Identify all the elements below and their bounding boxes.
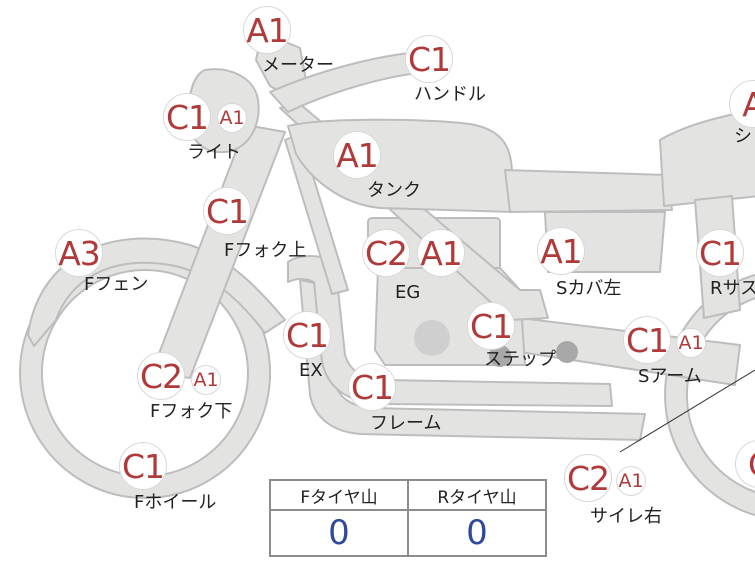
rear-tire-column: Rタイヤ山 0	[407, 481, 545, 555]
grade-badge-engine: C2	[362, 229, 410, 277]
grade-badge-front-fork-lower: C2	[137, 352, 185, 400]
front-tire-value: 0	[328, 513, 350, 553]
part-label-step: ステップ	[484, 349, 556, 370]
engine-cover-circle	[414, 320, 450, 356]
grade-badge-step: C1	[467, 302, 515, 350]
part-label-frame: フレーム	[370, 413, 442, 434]
front-fork-shape	[151, 124, 286, 379]
part-label-handle: ハンドル	[414, 84, 486, 105]
part-label-engine: EG	[395, 282, 421, 303]
grade-badge-light-extra: A1	[217, 103, 247, 133]
silencer-leader-line	[619, 369, 755, 453]
grade-badge-swing-arm-extra: A1	[676, 328, 706, 358]
part-label-swing-arm: Sアーム	[638, 366, 702, 387]
grade-badge-rear-suspension: C1	[696, 229, 744, 277]
part-label-exhaust: EX	[299, 360, 323, 381]
part-label-seat: シ	[734, 126, 752, 147]
part-label-front-wheel: Fホイール	[134, 492, 217, 513]
front-tire-header: Fタイヤ山	[271, 481, 407, 511]
side-cover-shape	[504, 169, 673, 213]
grade-badge-front-fork-lower-extra: A1	[191, 365, 221, 395]
rear-tire-value: 0	[466, 513, 488, 553]
grade-badge-swing-arm: C1	[623, 316, 671, 364]
grade-badge-tank: A1	[333, 131, 381, 179]
rear-tire-header: Rタイヤ山	[409, 481, 545, 511]
step-right-circle	[556, 341, 578, 363]
part-label-front-fork-lower: Fフォク下	[150, 401, 233, 422]
grade-badge-light: C1	[163, 93, 211, 141]
step-left-circle	[489, 345, 511, 367]
tire-tread-table: Fタイヤ山 0 Rタイヤ山 0	[269, 479, 547, 557]
grade-badge-frame: C1	[348, 363, 396, 411]
part-label-light: ライト	[187, 142, 241, 163]
grade-badge-meter: A1	[243, 6, 291, 54]
grade-badge-silencer-right-extra: A1	[616, 466, 646, 496]
part-label-front-fork-upper: Fフォク上	[224, 240, 307, 261]
grade-badge-side-cover-left: A1	[537, 227, 585, 275]
seat-shape	[659, 109, 755, 207]
part-label-meter: メーター	[262, 55, 334, 76]
grade-badge-engine-extra: A1	[417, 229, 465, 277]
front-tire-column: Fタイヤ山 0	[271, 481, 407, 555]
part-label-tank: タンク	[367, 180, 421, 201]
part-label-side-cover-left: Sカバ左	[556, 278, 622, 299]
part-label-front-fender: Fフェン	[84, 274, 149, 295]
grade-badge-front-fender: A3	[55, 229, 103, 277]
part-label-rear-suspension: Rサス	[710, 278, 755, 299]
grade-badge-exhaust: C1	[283, 311, 331, 359]
grade-badge-handle: C1	[405, 35, 453, 83]
grade-badge-front-fork-upper: C1	[203, 187, 251, 235]
grade-badge-silencer-right: C2	[564, 454, 612, 502]
grade-badge-front-wheel: C1	[119, 442, 167, 490]
part-label-silencer-right: サイレ右	[590, 506, 662, 527]
